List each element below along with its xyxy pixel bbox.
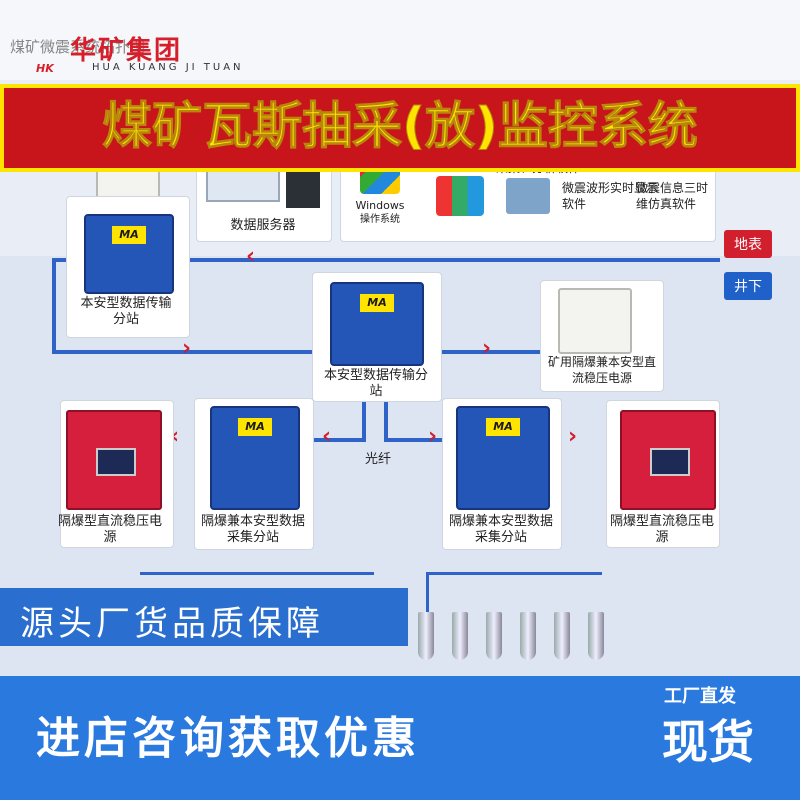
ma-badge: MA xyxy=(112,226,146,244)
factory-direct-text: 工厂直发 xyxy=(664,686,736,707)
sensor-icon xyxy=(418,612,434,660)
sensor-icon xyxy=(520,612,536,660)
ma-badge: MA xyxy=(486,418,520,436)
waveform-icon xyxy=(506,178,550,214)
sensor-icon xyxy=(554,612,570,660)
left-station-box: MA xyxy=(84,214,174,294)
right-sensor-drop xyxy=(426,572,429,612)
fiber-drop-left xyxy=(362,396,366,442)
arrow-fiber-left: ‹ xyxy=(170,424,180,449)
left-power-box xyxy=(66,410,162,510)
surface-zone-label: 地表 xyxy=(724,230,772,258)
left-collector-label: 隔爆兼本安型数据采集分站 xyxy=(200,514,305,545)
ma-badge: MA xyxy=(238,418,272,436)
faint-watermark-text: 煤矿微震系统拓扑图 xyxy=(10,38,146,56)
display-window xyxy=(649,448,691,476)
logo-hk: HK xyxy=(36,62,54,75)
display-window xyxy=(95,448,137,476)
windows-sub: 操作系统 xyxy=(360,214,400,225)
logo-name: 华矿集团 xyxy=(70,36,183,66)
ma-badge: MA xyxy=(360,294,394,312)
sensor-icon xyxy=(486,612,502,660)
right-collector-label: 隔爆兼本安型数据采集分站 xyxy=(448,514,553,545)
arrow-fiber-far: › xyxy=(568,424,578,449)
windows-label: Windows xyxy=(355,199,405,212)
sensor-icon xyxy=(588,612,604,660)
header-bar xyxy=(0,0,800,80)
top-network-line xyxy=(52,258,720,262)
right-sensor-bus xyxy=(426,572,602,575)
software-3-label: 微震信息三时维仿真软件 xyxy=(636,181,709,211)
arrow-top: ‹ xyxy=(246,244,256,269)
left-power-label: 隔爆型直流稳压电源 xyxy=(58,514,163,545)
quality-text: 源头厂货品质保障 xyxy=(20,604,324,644)
promo-bar xyxy=(0,676,800,800)
left-sensor-bus xyxy=(140,572,374,575)
title-bar xyxy=(0,84,800,172)
quality-banner: 源头厂货品质保障 xyxy=(0,588,408,646)
right-power2-box xyxy=(620,410,716,510)
right-power-box xyxy=(558,288,632,354)
center-station-box: MA xyxy=(330,282,424,366)
sensor-icon xyxy=(452,612,468,660)
arrow-fiber-right: › xyxy=(428,424,438,449)
arrow-fiber-mid: ‹ xyxy=(322,424,332,449)
underground-zone-label: 井下 xyxy=(724,272,772,300)
arrow-bottom-left: › xyxy=(182,336,192,361)
logo-pinyin: HUA KUANG JI TUAN xyxy=(92,62,244,73)
fiber-drop-right xyxy=(384,396,388,442)
consult-text: 进店咨询获取优惠 xyxy=(36,713,420,764)
app-icons xyxy=(436,176,484,216)
arrow-bottom-right: › xyxy=(482,336,492,361)
right-power2-label: 隔爆型直流稳压电源 xyxy=(610,514,715,545)
server-label: 数据服务器 xyxy=(230,218,296,233)
right-collector-box: MA xyxy=(456,406,550,510)
left-loop-line xyxy=(52,258,56,352)
in-stock-text: 现货 xyxy=(662,715,754,769)
software-2-label: 微震波形实时显示软件 xyxy=(562,181,659,211)
page-title: 煤矿瓦斯抽采(放)监控系统 xyxy=(102,97,699,156)
left-collector-box: MA xyxy=(210,406,300,510)
right-power-label: 矿用隔爆兼本安型直流稳压电源 xyxy=(547,355,656,385)
left-station-label: 本安型数据传输分站 xyxy=(80,296,172,327)
fiber-label: 光纤 xyxy=(364,452,391,467)
center-station-label: 本安型数据传输分站 xyxy=(323,368,428,399)
